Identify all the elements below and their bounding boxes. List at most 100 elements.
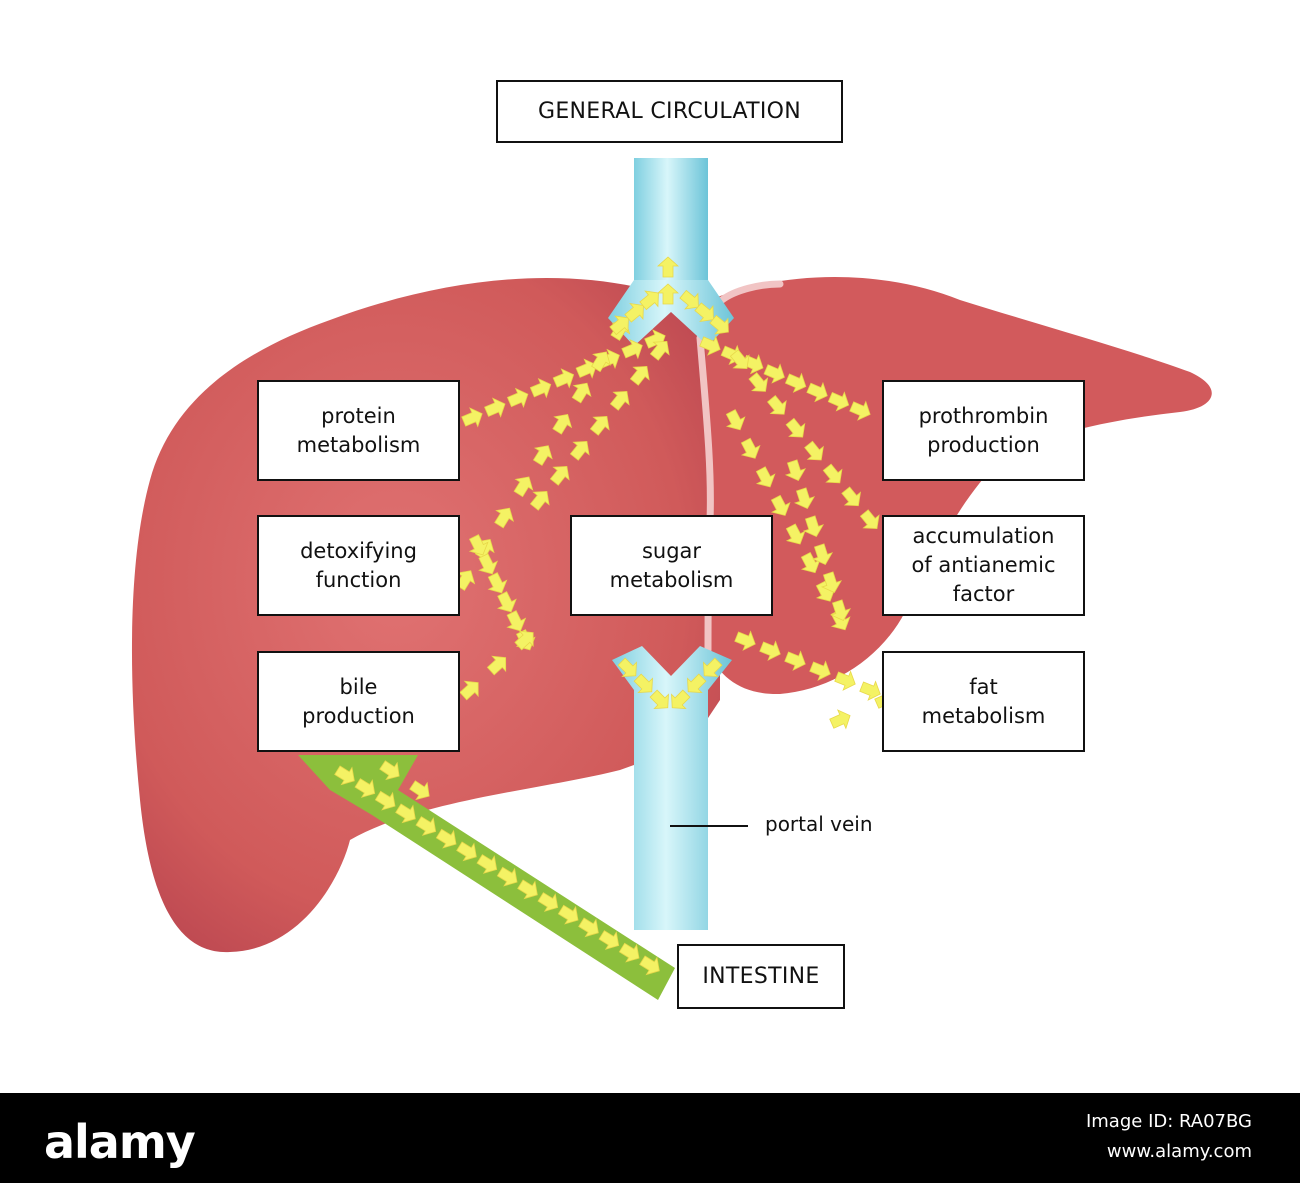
- arrow-icon: [514, 630, 534, 651]
- arrow-icon: [770, 494, 791, 516]
- arrow-icon: [617, 657, 637, 677]
- arrow-icon: [703, 657, 723, 677]
- arrow-icon: [591, 351, 611, 373]
- arrow-icon: [496, 866, 518, 887]
- arrow-icon: [729, 349, 750, 369]
- prothrombin-line-1: prothrombin: [918, 403, 1049, 428]
- footer-logo: alamy: [44, 1115, 196, 1169]
- arrow-icon: [578, 917, 599, 938]
- arrow-icon: [395, 803, 416, 824]
- footer-image-id: Image ID: RA07BG: [1085, 1111, 1252, 1132]
- antianemic-line-1: accumulation: [912, 524, 1055, 548]
- arrow-icon: [725, 409, 746, 431]
- arrow-icon: [529, 377, 552, 399]
- arrow-icon: [478, 553, 499, 575]
- arrow-icon: [497, 591, 517, 613]
- arrow-icon: [557, 904, 579, 925]
- footer-bar: alamy Image ID: RA07BG www.alamy.com: [0, 1093, 1300, 1183]
- arrow-icon: [468, 534, 489, 556]
- arrow-icon: [571, 382, 592, 404]
- arrow-icon: [621, 338, 643, 360]
- arrow-icon: [589, 415, 610, 436]
- arrow-icon: [802, 515, 825, 537]
- arrow-icon: [829, 599, 852, 621]
- arrow-icon: [809, 660, 831, 681]
- arrow-icon: [409, 780, 430, 801]
- detox-line-1: detoxifying: [300, 538, 417, 563]
- arrow-icon: [609, 390, 630, 411]
- arrow-icon: [354, 778, 376, 798]
- arrow-icon: [671, 689, 691, 709]
- arrow-icon: [506, 610, 527, 632]
- protein-metabolism-box: protein metabolism: [257, 380, 460, 481]
- arrow-icon: [529, 490, 550, 511]
- sugar-metabolism-box: sugar metabolism: [570, 515, 773, 616]
- arrow-icon: [435, 828, 457, 849]
- arrow-icon: [841, 486, 862, 507]
- protein-line-2: metabolism: [296, 432, 421, 457]
- arrow-icon: [624, 302, 644, 323]
- arrow-icon: [486, 655, 507, 676]
- arrow-icon: [494, 507, 514, 529]
- arrow-icon: [785, 523, 806, 545]
- arrow-icon: [759, 640, 781, 661]
- arrow-icon: [415, 816, 437, 836]
- arrow-icon: [649, 340, 670, 361]
- arrow-icon: [785, 417, 806, 438]
- sugar-line-1: sugar: [641, 538, 702, 563]
- arrow-icon: [763, 363, 785, 384]
- arrow-icon: [740, 437, 761, 459]
- arrow-icon: [455, 570, 476, 591]
- liver-function-diagram: [131, 158, 1212, 1000]
- antianemic-line-2: of antianemic: [911, 553, 1056, 577]
- arrow-icon: [476, 854, 498, 874]
- arrow-icon: [549, 465, 570, 486]
- arrow-icon: [506, 387, 529, 409]
- arrow-icon: [679, 289, 699, 310]
- arrow-icon: [656, 283, 680, 305]
- arrow-icon: [513, 476, 534, 498]
- arrow-icon: [656, 256, 680, 278]
- arrow-icon: [629, 365, 650, 386]
- arrow-icon: [456, 841, 477, 862]
- arrow-icon: [820, 571, 843, 593]
- arrow-icon: [537, 892, 559, 912]
- arrow-icon: [849, 400, 871, 421]
- liver-left-lobe: [705, 276, 1212, 695]
- arrow-icon: [687, 673, 707, 693]
- intestine-box: INTESTINE: [677, 944, 845, 1009]
- arrow-icon: [649, 689, 669, 709]
- arrow-icon: [487, 572, 508, 594]
- arrow-icon: [532, 445, 553, 466]
- arrow-icon: [822, 463, 843, 484]
- general-circulation-box: GENERAL CIRCULATION: [496, 80, 843, 143]
- arrow-icon: [639, 290, 659, 311]
- arrow-icon: [859, 509, 880, 529]
- arrow-icon: [748, 372, 769, 392]
- arrow-icon: [639, 955, 660, 976]
- arrow-icon: [829, 709, 851, 730]
- arrow-icon: [804, 440, 824, 461]
- portal-vein: [612, 646, 732, 930]
- bile-line-1: bile: [339, 674, 378, 699]
- arrow-icon: [800, 552, 821, 574]
- arrow-icon: [827, 391, 850, 412]
- arrow-icon: [575, 358, 597, 379]
- arrow-chains: [334, 256, 896, 976]
- footer-image-info: Image ID: RA07BG www.alamy.com: [1086, 1107, 1252, 1167]
- general-circulation-label: GENERAL CIRCULATION: [537, 99, 801, 124]
- arrow-icon: [694, 302, 714, 323]
- arrow-icon: [709, 314, 729, 335]
- arrow-icon: [461, 407, 483, 428]
- antianemic-line-3: factor: [952, 582, 1015, 606]
- arrow-icon: [767, 395, 787, 415]
- sugar-line-2: metabolism: [609, 567, 734, 592]
- bile-duct: [298, 755, 675, 1000]
- arrow-icon: [784, 650, 806, 671]
- hepatic-vein: [608, 158, 734, 346]
- protein-line-1: protein: [321, 403, 396, 428]
- arrow-icon: [793, 487, 816, 509]
- arrow-icon: [598, 930, 620, 950]
- arrow-icon: [517, 879, 538, 900]
